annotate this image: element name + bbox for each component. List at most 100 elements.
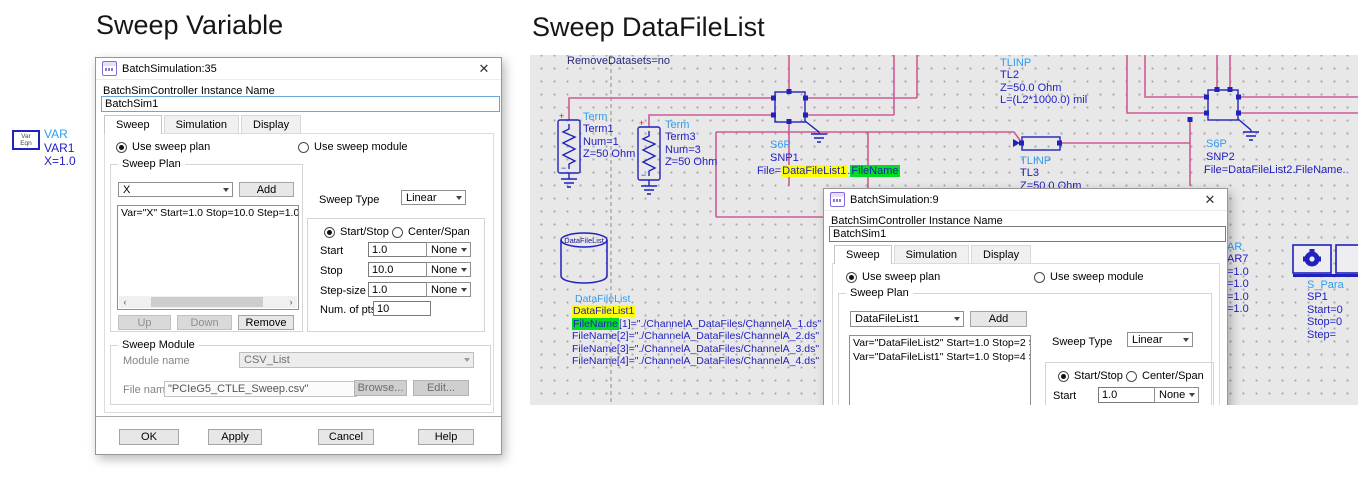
sweep-plan-list[interactable]: Var="DataFileList2" Start=1.0 Stop=2 Ste… xyxy=(849,335,1031,405)
sweep-type-combo[interactable]: Linear xyxy=(401,190,466,205)
term1-type[interactable]: Term xyxy=(583,111,608,123)
spara-stop[interactable]: Stop=0 xyxy=(1307,316,1343,329)
s6p-snp1-symbol[interactable] xyxy=(771,89,827,143)
term3-type[interactable]: Term xyxy=(665,119,690,131)
tl2-name[interactable]: TL2 xyxy=(1000,69,1019,82)
tl2-type[interactable]: TLINP xyxy=(1000,57,1032,69)
var-eqn-icon[interactable]: Var Eqn xyxy=(12,130,40,150)
apply-button[interactable]: Apply xyxy=(208,429,262,445)
horizontal-scrollbar[interactable]: ‹ › xyxy=(119,296,297,308)
datafilelist-block[interactable]: DataFileList DataFileList1 FileName[1]="… xyxy=(572,293,821,367)
scroll-left-icon[interactable]: ‹ xyxy=(123,297,127,307)
remove-datasets-label[interactable]: RemoveDatasets=no xyxy=(567,55,671,67)
tlinp-tl3-symbol[interactable] xyxy=(1013,136,1062,151)
ok-button[interactable]: OK xyxy=(119,429,179,445)
datafilelist-name-highlight[interactable]: DataFileList1 xyxy=(572,305,636,318)
num-pts-input[interactable]: 10 xyxy=(373,301,431,316)
scrollbar-thumb[interactable] xyxy=(151,297,264,307)
add-button[interactable]: Add xyxy=(970,311,1027,327)
start-unit-combo[interactable]: None xyxy=(426,242,471,257)
tl3-labels[interactable]: TLINP TL3 Z=50.0 Ohm xyxy=(1020,155,1081,192)
list-item[interactable]: Var="X" Start=1.0 Stop=10.0 Step=1.0 Lin… xyxy=(121,207,299,219)
sweep-type-combo[interactable]: Linear xyxy=(1127,332,1193,347)
use-sweep-module-radio[interactable]: Use sweep module xyxy=(298,141,408,153)
scrollbar-track[interactable] xyxy=(131,296,285,308)
tl2-l[interactable]: L=(L2*1000.0) mil xyxy=(1000,94,1088,107)
term1-labels[interactable]: Term Term1 Num=1 Z=50 Ohm xyxy=(583,111,635,161)
tab-simulation[interactable]: Simulation xyxy=(163,115,239,134)
var-value-label[interactable]: X=1.0 xyxy=(44,154,76,168)
dialog-titlebar[interactable]: BatchSimulation:9 ✕ xyxy=(824,189,1227,211)
start-unit-combo[interactable]: None xyxy=(1154,387,1199,403)
tl2-z[interactable]: Z=50.0 Ohm xyxy=(1000,81,1062,94)
start-stop-radio[interactable]: Start/Stop xyxy=(324,226,389,238)
term3-name[interactable]: Term3 xyxy=(665,131,696,144)
tab-display[interactable]: Display xyxy=(971,245,1032,264)
snp2-name[interactable]: SNP2 xyxy=(1206,151,1235,163)
sweep-variable-combo[interactable]: DataFileList1 xyxy=(850,311,964,327)
filename-1[interactable]: [1]="./ChannelA_DataFiles/ChannelA_1.ds" xyxy=(618,317,822,330)
var7-value[interactable]: =1.0 xyxy=(1227,303,1249,316)
var7-value[interactable]: =1.0 xyxy=(1227,265,1249,278)
center-span-radio[interactable]: Center/Span xyxy=(392,226,470,238)
spara-name[interactable]: SP1 xyxy=(1307,291,1328,304)
snp1-name[interactable]: SNP1 xyxy=(770,152,799,164)
var-name-label[interactable]: VAR1 xyxy=(44,140,75,155)
term3-num[interactable]: Num=3 xyxy=(665,143,701,156)
sweep-variable-combo[interactable]: X xyxy=(118,182,233,197)
filename-4[interactable]: FileName[4]="./ChannelA_DataFiles/Channe… xyxy=(572,355,820,368)
close-icon[interactable]: ✕ xyxy=(478,60,490,76)
close-icon[interactable]: ✕ xyxy=(1204,191,1216,207)
snp2-type[interactable]: S6P xyxy=(1206,138,1227,150)
spara-step[interactable]: Step= xyxy=(1307,328,1337,341)
tl2-labels[interactable]: TLINP TL2 Z=50.0 Ohm L=(L2*1000.0) mil xyxy=(1000,57,1087,107)
use-sweep-plan-radio[interactable]: Use sweep plan xyxy=(846,271,940,283)
tab-sweep[interactable]: Sweep xyxy=(104,115,162,134)
stop-unit-combo[interactable]: None xyxy=(426,262,471,277)
var-type-label[interactable]: VAR xyxy=(44,127,68,141)
module-name-combo[interactable]: CSV_List xyxy=(239,352,474,368)
filename-3[interactable]: FileName[3]="./ChannelA_DataFiles/Channe… xyxy=(572,342,820,355)
snp1-file-highlight-green[interactable]: FileName xyxy=(850,165,900,177)
instance-name-input[interactable]: BatchSim1 xyxy=(829,226,1226,242)
s-para-icon[interactable] xyxy=(1292,244,1358,277)
list-item[interactable]: Var="DataFileList2" Start=1.0 Stop=2 Ste… xyxy=(853,337,1030,349)
sweep-plan-list[interactable]: Var="X" Start=1.0 Stop=10.0 Step=1.0 Lin… xyxy=(117,205,299,310)
list-item[interactable]: Var="DataFileList1" Start=1.0 Stop=4 Ste… xyxy=(853,351,1030,363)
snp1-file-param[interactable]: File=DataFileList1.FileName xyxy=(757,165,900,177)
instance-name-input[interactable]: BatchSim1 xyxy=(101,96,500,112)
tl3-type[interactable]: TLINP xyxy=(1020,155,1052,167)
start-input[interactable]: 1.0 xyxy=(368,242,428,257)
step-unit-combo[interactable]: None xyxy=(426,282,471,297)
tab-simulation[interactable]: Simulation xyxy=(893,245,969,264)
term1-num[interactable]: Num=1 xyxy=(583,135,619,148)
var-component-labels[interactable]: VAR VAR1 X=1.0 xyxy=(44,127,76,169)
file-name-input[interactable]: "PCIeG5_CTLE_Sweep.csv" xyxy=(164,381,357,397)
term3-symbol[interactable]: + − xyxy=(637,118,661,195)
use-sweep-module-radio[interactable]: Use sweep module xyxy=(1034,271,1144,283)
var7-labels[interactable]: AR AR7 =1.0 =1.0 =1.0 =1.0 xyxy=(1227,241,1249,315)
browse-button[interactable]: Browse... xyxy=(354,380,407,396)
term1-z[interactable]: Z=50 Ohm xyxy=(583,148,636,161)
snp1-file-highlight-yellow[interactable]: DataFileList1 xyxy=(781,165,848,177)
dialog-titlebar[interactable]: BatchSimulation:35 ✕ xyxy=(96,58,501,80)
snp2-file-param[interactable]: File=DataFileList2.FileName. xyxy=(1204,164,1346,176)
var7-value[interactable]: =1.0 xyxy=(1227,278,1249,291)
tl3-name[interactable]: TL3 xyxy=(1020,167,1039,180)
term3-labels[interactable]: Term Term3 Num=3 Z=50 Ohm xyxy=(665,119,717,169)
spara-type[interactable]: S_Para xyxy=(1307,279,1344,291)
help-button[interactable]: Help xyxy=(418,429,474,445)
filename-highlight[interactable]: FileName xyxy=(572,317,619,330)
stop-input[interactable]: 10.0 xyxy=(368,262,428,277)
schematic-canvas[interactable]: + − + − xyxy=(530,55,1358,405)
spara-start[interactable]: Start=0 xyxy=(1307,303,1343,316)
schematic-wires[interactable] xyxy=(568,55,1358,218)
s6p-snp2-symbol[interactable] xyxy=(1187,87,1260,141)
spara-labels[interactable]: S_Para SP1 Start=0 Stop=0 Step= xyxy=(1307,279,1344,341)
start-input[interactable]: 1.0 xyxy=(1098,387,1157,403)
down-button[interactable]: Down xyxy=(177,315,232,330)
use-sweep-plan-radio[interactable]: Use sweep plan xyxy=(116,141,210,153)
datafilelist-cylinder-symbol[interactable] xyxy=(560,232,608,284)
term1-symbol[interactable]: + − xyxy=(557,111,581,188)
edit-button[interactable]: Edit... xyxy=(413,380,469,396)
